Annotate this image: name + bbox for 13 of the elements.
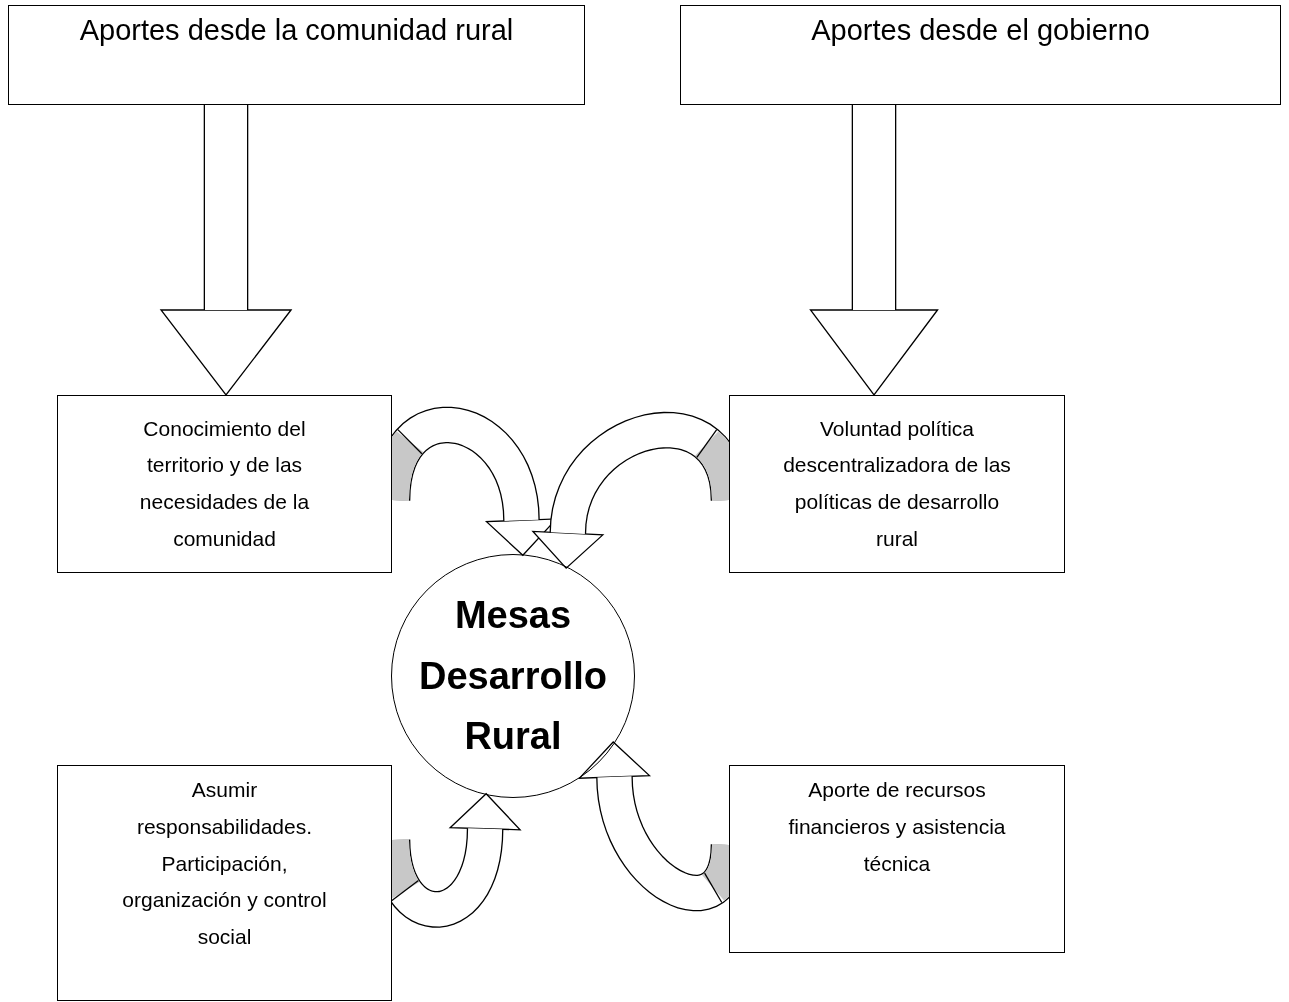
heading-box — [8, 5, 585, 105]
heading-box — [680, 5, 1281, 105]
box-text: Conocimiento del territorio y de las necesidades de la comunidad — [138, 415, 311, 552]
heading-text: Aportes desde la comunidad rural — [79, 13, 514, 48]
box-text: Aporte de recursos financieros y asistencia técnica — [787, 777, 1007, 877]
text-box — [57, 395, 392, 573]
text-box — [57, 765, 392, 1001]
box-text: Asumir responsabilidades. Participación, organización y control social — [121, 777, 328, 950]
box-text: Voluntad política descentralizadora de las políticas de desarrollo rural — [782, 415, 1012, 552]
heading-text: Aportes desde el gobierno — [811, 13, 1150, 48]
center-title: Mesas Desarrollo Rural — [418, 592, 608, 760]
text-box — [729, 395, 1065, 573]
text-box — [729, 765, 1065, 953]
